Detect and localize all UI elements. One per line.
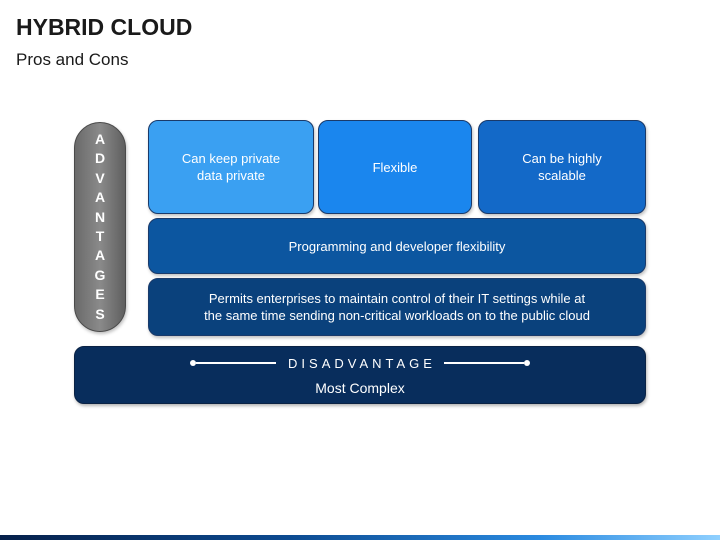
advantages-letter: S [95, 305, 105, 322]
divider-left [190, 360, 277, 366]
advantages-letter: A [94, 247, 106, 264]
advantages-letter: N [94, 208, 106, 225]
advantage-row-it-control: Permits enterprises to maintain control … [148, 278, 646, 336]
advantage-box-private-data: Can keep private data private [148, 120, 314, 214]
advantages-letter: G [94, 266, 106, 283]
advantages-letter: A [94, 189, 106, 206]
advantage-box-text: data private [197, 168, 265, 183]
advantages-letter: T [95, 228, 105, 244]
advantages-letter: A [94, 130, 106, 147]
advantage-row-text: the same time sending non-critical workl… [204, 308, 590, 323]
advantage-box-text: scalable [538, 168, 586, 183]
advantage-box-text: Flexible [372, 159, 418, 175]
advantage-box-text: Can keep private [181, 151, 281, 166]
footer-gradient-bar [0, 535, 720, 540]
advantages-letter: E [95, 286, 105, 303]
advantage-row-text: Programming and developer flexibility [288, 238, 506, 254]
advantage-box-flexible: Flexible [318, 120, 472, 214]
page-subtitle: Pros and Cons [16, 50, 129, 69]
advantage-row-text: Permits enterprises to maintain control … [208, 291, 586, 306]
disadvantage-panel: DISADVANTAGE Most Complex [74, 346, 646, 404]
disadvantage-label: DISADVANTAGE [288, 355, 436, 371]
advantage-row-developer-flexibility: Programming and developer flexibility [148, 218, 646, 274]
advantages-label-pill: A D V A N T A G E S [74, 122, 126, 332]
advantage-box-text: Can be highly [522, 151, 602, 166]
advantage-box-scalable: Can be highly scalable [478, 120, 646, 214]
page-title: HYBRID CLOUD [16, 14, 193, 40]
disadvantage-header: DISADVANTAGE [75, 355, 645, 371]
divider-right [443, 360, 530, 366]
disadvantage-text: Most Complex [315, 380, 405, 396]
advantages-letter: V [95, 169, 105, 186]
advantages-letter: D [94, 150, 106, 167]
